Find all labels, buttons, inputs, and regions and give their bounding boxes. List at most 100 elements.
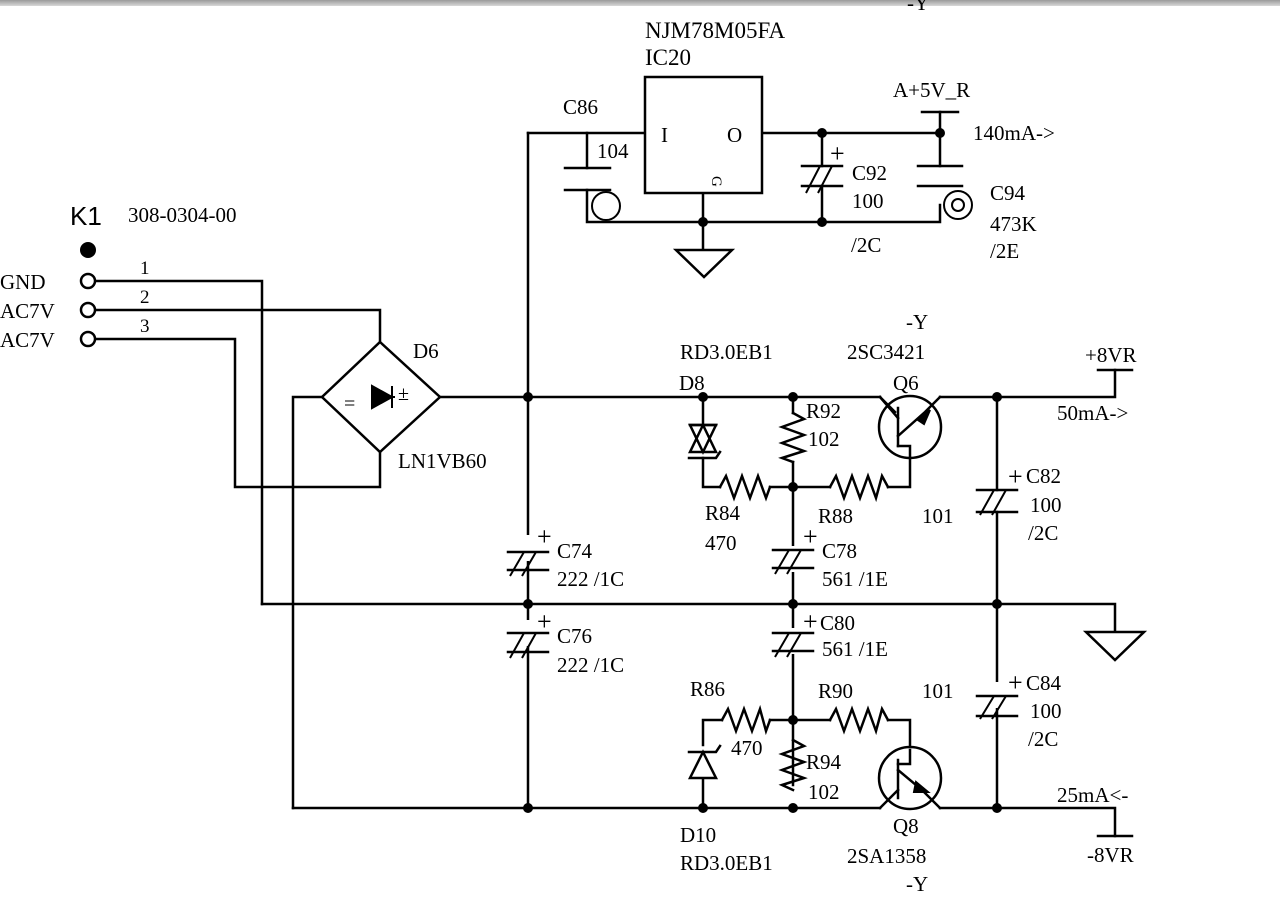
capacitor-c76: + C76 222 /1C bbox=[495, 607, 624, 677]
c80-value: 561 /1E bbox=[822, 637, 888, 661]
wire-ac1 bbox=[93, 308, 382, 344]
svg-text:+: + bbox=[537, 607, 552, 636]
output-rails: +8VR 50mA-> 25mA<- -8VR bbox=[1057, 343, 1148, 867]
transistor-q6: -Y 2SC3421 Q6 bbox=[847, 310, 943, 460]
wire-pos-out bbox=[938, 368, 1117, 399]
pin-num-2: 2 bbox=[140, 287, 150, 308]
r90-value: 101 bbox=[922, 679, 954, 703]
wire-d8-bot bbox=[701, 456, 722, 489]
regulator-net: A+5V_R bbox=[893, 78, 970, 102]
q6-ref: Q6 bbox=[893, 371, 919, 395]
pin-name-3: AC7V bbox=[0, 328, 55, 352]
q8-suffix: -Y bbox=[906, 872, 928, 896]
c84-value: 100 bbox=[1030, 699, 1062, 723]
regulator-current: 140mA-> bbox=[973, 121, 1055, 145]
c82-value: 100 bbox=[1030, 493, 1062, 517]
svg-text:+: + bbox=[803, 607, 818, 636]
junctions bbox=[523, 128, 1002, 813]
c92-plus: + bbox=[830, 139, 845, 168]
q8-ref: Q8 bbox=[893, 814, 919, 838]
svg-text:+: + bbox=[537, 522, 552, 551]
bridge-ref: D6 bbox=[413, 339, 439, 363]
wire-r90-base bbox=[886, 718, 912, 752]
c86-value: 104 bbox=[597, 139, 629, 163]
wire-ground-rail bbox=[260, 602, 1117, 634]
connector-pin-2 bbox=[79, 301, 97, 319]
capacitor-c86: C86 104 bbox=[563, 95, 629, 221]
window-edge bbox=[0, 0, 1280, 6]
ground-symbol-top bbox=[672, 248, 736, 279]
regulator-pin-gnd: G bbox=[708, 176, 724, 187]
regulator-ref: IC20 bbox=[645, 45, 691, 70]
c92-rating: /2C bbox=[851, 233, 881, 257]
c84-ref: C84 bbox=[1026, 671, 1062, 695]
pos-rail-current: 50mA-> bbox=[1057, 401, 1128, 425]
c78-ref: C78 bbox=[822, 539, 857, 563]
svg-text:+: + bbox=[1008, 462, 1023, 491]
c86-ref: C86 bbox=[563, 95, 598, 119]
pin-name-2: AC7V bbox=[0, 299, 55, 323]
wire-gnd bbox=[93, 279, 264, 606]
wire-reg-ground bbox=[585, 188, 942, 224]
bridge-part: LN1VB60 bbox=[398, 449, 487, 473]
pos-rail-net: +8VR bbox=[1085, 343, 1137, 367]
q8-part: 2SA1358 bbox=[847, 844, 926, 868]
connector-k1: K1 308-0304-00 GND AC7V AC7V 1 2 3 bbox=[0, 201, 237, 352]
c94-value: 473K bbox=[990, 212, 1037, 236]
resistor-r84: R84 470 bbox=[705, 472, 772, 555]
resistor-r86: R86 470 bbox=[690, 677, 772, 760]
capacitor-c84: + C84 100 /2C bbox=[964, 668, 1062, 751]
capacitor-c74: + C74 222 /1C bbox=[495, 522, 624, 591]
wire-r88-base bbox=[886, 456, 912, 489]
bridge-rectifier-d6: = ± D6 LN1VB60 bbox=[320, 339, 487, 473]
connector-pin-3 bbox=[79, 330, 97, 348]
neg-rail-current: 25mA<- bbox=[1057, 783, 1128, 807]
connector-pin-1 bbox=[79, 272, 97, 290]
svg-text:+: + bbox=[803, 522, 818, 551]
r88-ref: R88 bbox=[818, 504, 853, 528]
c82-rating: /2C bbox=[1028, 521, 1058, 545]
d10-part: RD3.0EB1 bbox=[680, 851, 773, 875]
r90-ref: R90 bbox=[818, 679, 853, 703]
pin-num-3: 3 bbox=[140, 316, 150, 337]
resistor-r90: R90 101 bbox=[818, 679, 954, 736]
wire-reg-out bbox=[760, 110, 942, 135]
capacitor-c92: + C92 100 /2C bbox=[800, 139, 887, 257]
r86-ref: R86 bbox=[690, 677, 725, 701]
c92-ref: C92 bbox=[852, 161, 887, 185]
r92-value: 102 bbox=[808, 427, 840, 451]
c92-value: 100 bbox=[852, 189, 884, 213]
d10-ref: D10 bbox=[680, 823, 716, 847]
c74-ref: C74 bbox=[557, 539, 593, 563]
pin-name-1: GND bbox=[0, 270, 46, 294]
c94-ref: C94 bbox=[990, 181, 1026, 205]
r94-value: 102 bbox=[808, 780, 840, 804]
r86-value: 470 bbox=[731, 736, 763, 760]
c84-rating: /2C bbox=[1028, 727, 1058, 751]
regulator-part: NJM78M05FA bbox=[645, 18, 786, 43]
wire-ac2 bbox=[93, 337, 382, 489]
regulator-pin-in: I bbox=[661, 123, 668, 147]
wire-d10-top bbox=[701, 718, 724, 747]
top-suffix-label: -Y bbox=[907, 0, 929, 15]
zener-d8: D8 RD3.0EB1 bbox=[679, 340, 773, 460]
resistor-r94: R94 102 bbox=[778, 738, 842, 804]
r94-ref: R94 bbox=[806, 750, 842, 774]
regulator-pin-out: O bbox=[727, 123, 742, 147]
capacitor-c94: C94 473K /2E bbox=[916, 164, 1037, 263]
neg-rail-net: -8VR bbox=[1087, 843, 1134, 867]
bridge-minus: = bbox=[344, 393, 355, 415]
r92-ref: R92 bbox=[806, 399, 841, 423]
c78-value: 561 /1E bbox=[822, 567, 888, 591]
c82-ref: C82 bbox=[1026, 464, 1061, 488]
capacitor-c80: + C80 561 /1E bbox=[760, 607, 888, 661]
c94-rating: /2E bbox=[990, 239, 1019, 263]
svg-text:+: + bbox=[1008, 668, 1023, 697]
connector-part: 308-0304-00 bbox=[128, 203, 237, 227]
r88-value: 101 bbox=[922, 504, 954, 528]
regulator-ic20: NJM78M05FA IC20 I O G A+5V_R 140mA-> -Y bbox=[643, 0, 1055, 279]
capacitor-c82: + C82 100 /2C bbox=[975, 462, 1062, 545]
pin1-marker bbox=[80, 242, 96, 258]
capacitor-c78: + C78 561 /1E bbox=[760, 522, 888, 591]
q6-suffix: -Y bbox=[906, 310, 928, 334]
